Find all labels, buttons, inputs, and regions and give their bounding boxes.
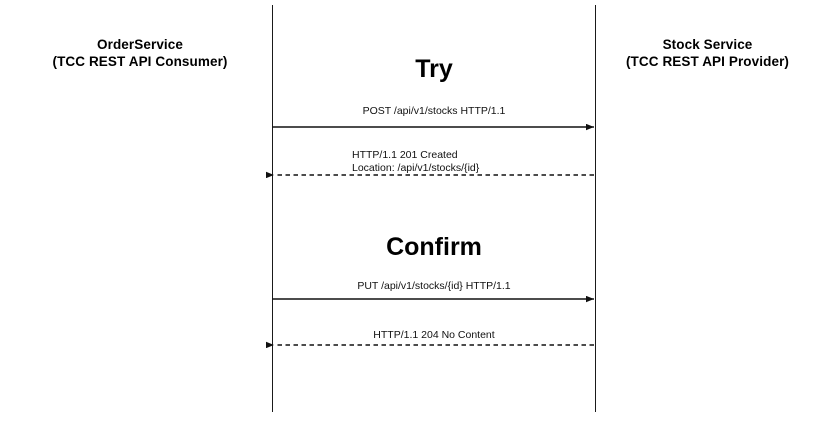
participant-name-stock-service: Stock Service — [662, 37, 753, 52]
message-label-try-response-line1: HTTP/1.1 201 Created — [352, 149, 458, 161]
lifeline-order-service — [272, 5, 273, 412]
message-label-try-response-line2: Location: /api/v1/stocks/{id} — [352, 162, 480, 174]
message-label-try-response: HTTP/1.1 201 Created Location: /api/v1/s… — [352, 149, 479, 175]
participant-role-order-service: (TCC REST API Consumer) — [52, 54, 228, 69]
lifeline-stock-service — [595, 5, 596, 412]
participant-name-order-service: OrderService — [96, 37, 183, 52]
message-label-try-request: POST /api/v1/stocks HTTP/1.1 — [362, 105, 506, 117]
phase-title-confirm: Confirm — [386, 233, 482, 261]
participant-label-stock-service: Stock Service (TCC REST API Provider) — [600, 36, 815, 70]
phase-title-try: Try — [415, 55, 453, 83]
participant-role-stock-service: (TCC REST API Provider) — [625, 54, 790, 69]
message-label-confirm-request: PUT /api/v1/stocks/{id} HTTP/1.1 — [357, 280, 511, 292]
participant-label-order-service: OrderService (TCC REST API Consumer) — [10, 36, 270, 70]
message-label-confirm-response: HTTP/1.1 204 No Content — [373, 329, 495, 341]
